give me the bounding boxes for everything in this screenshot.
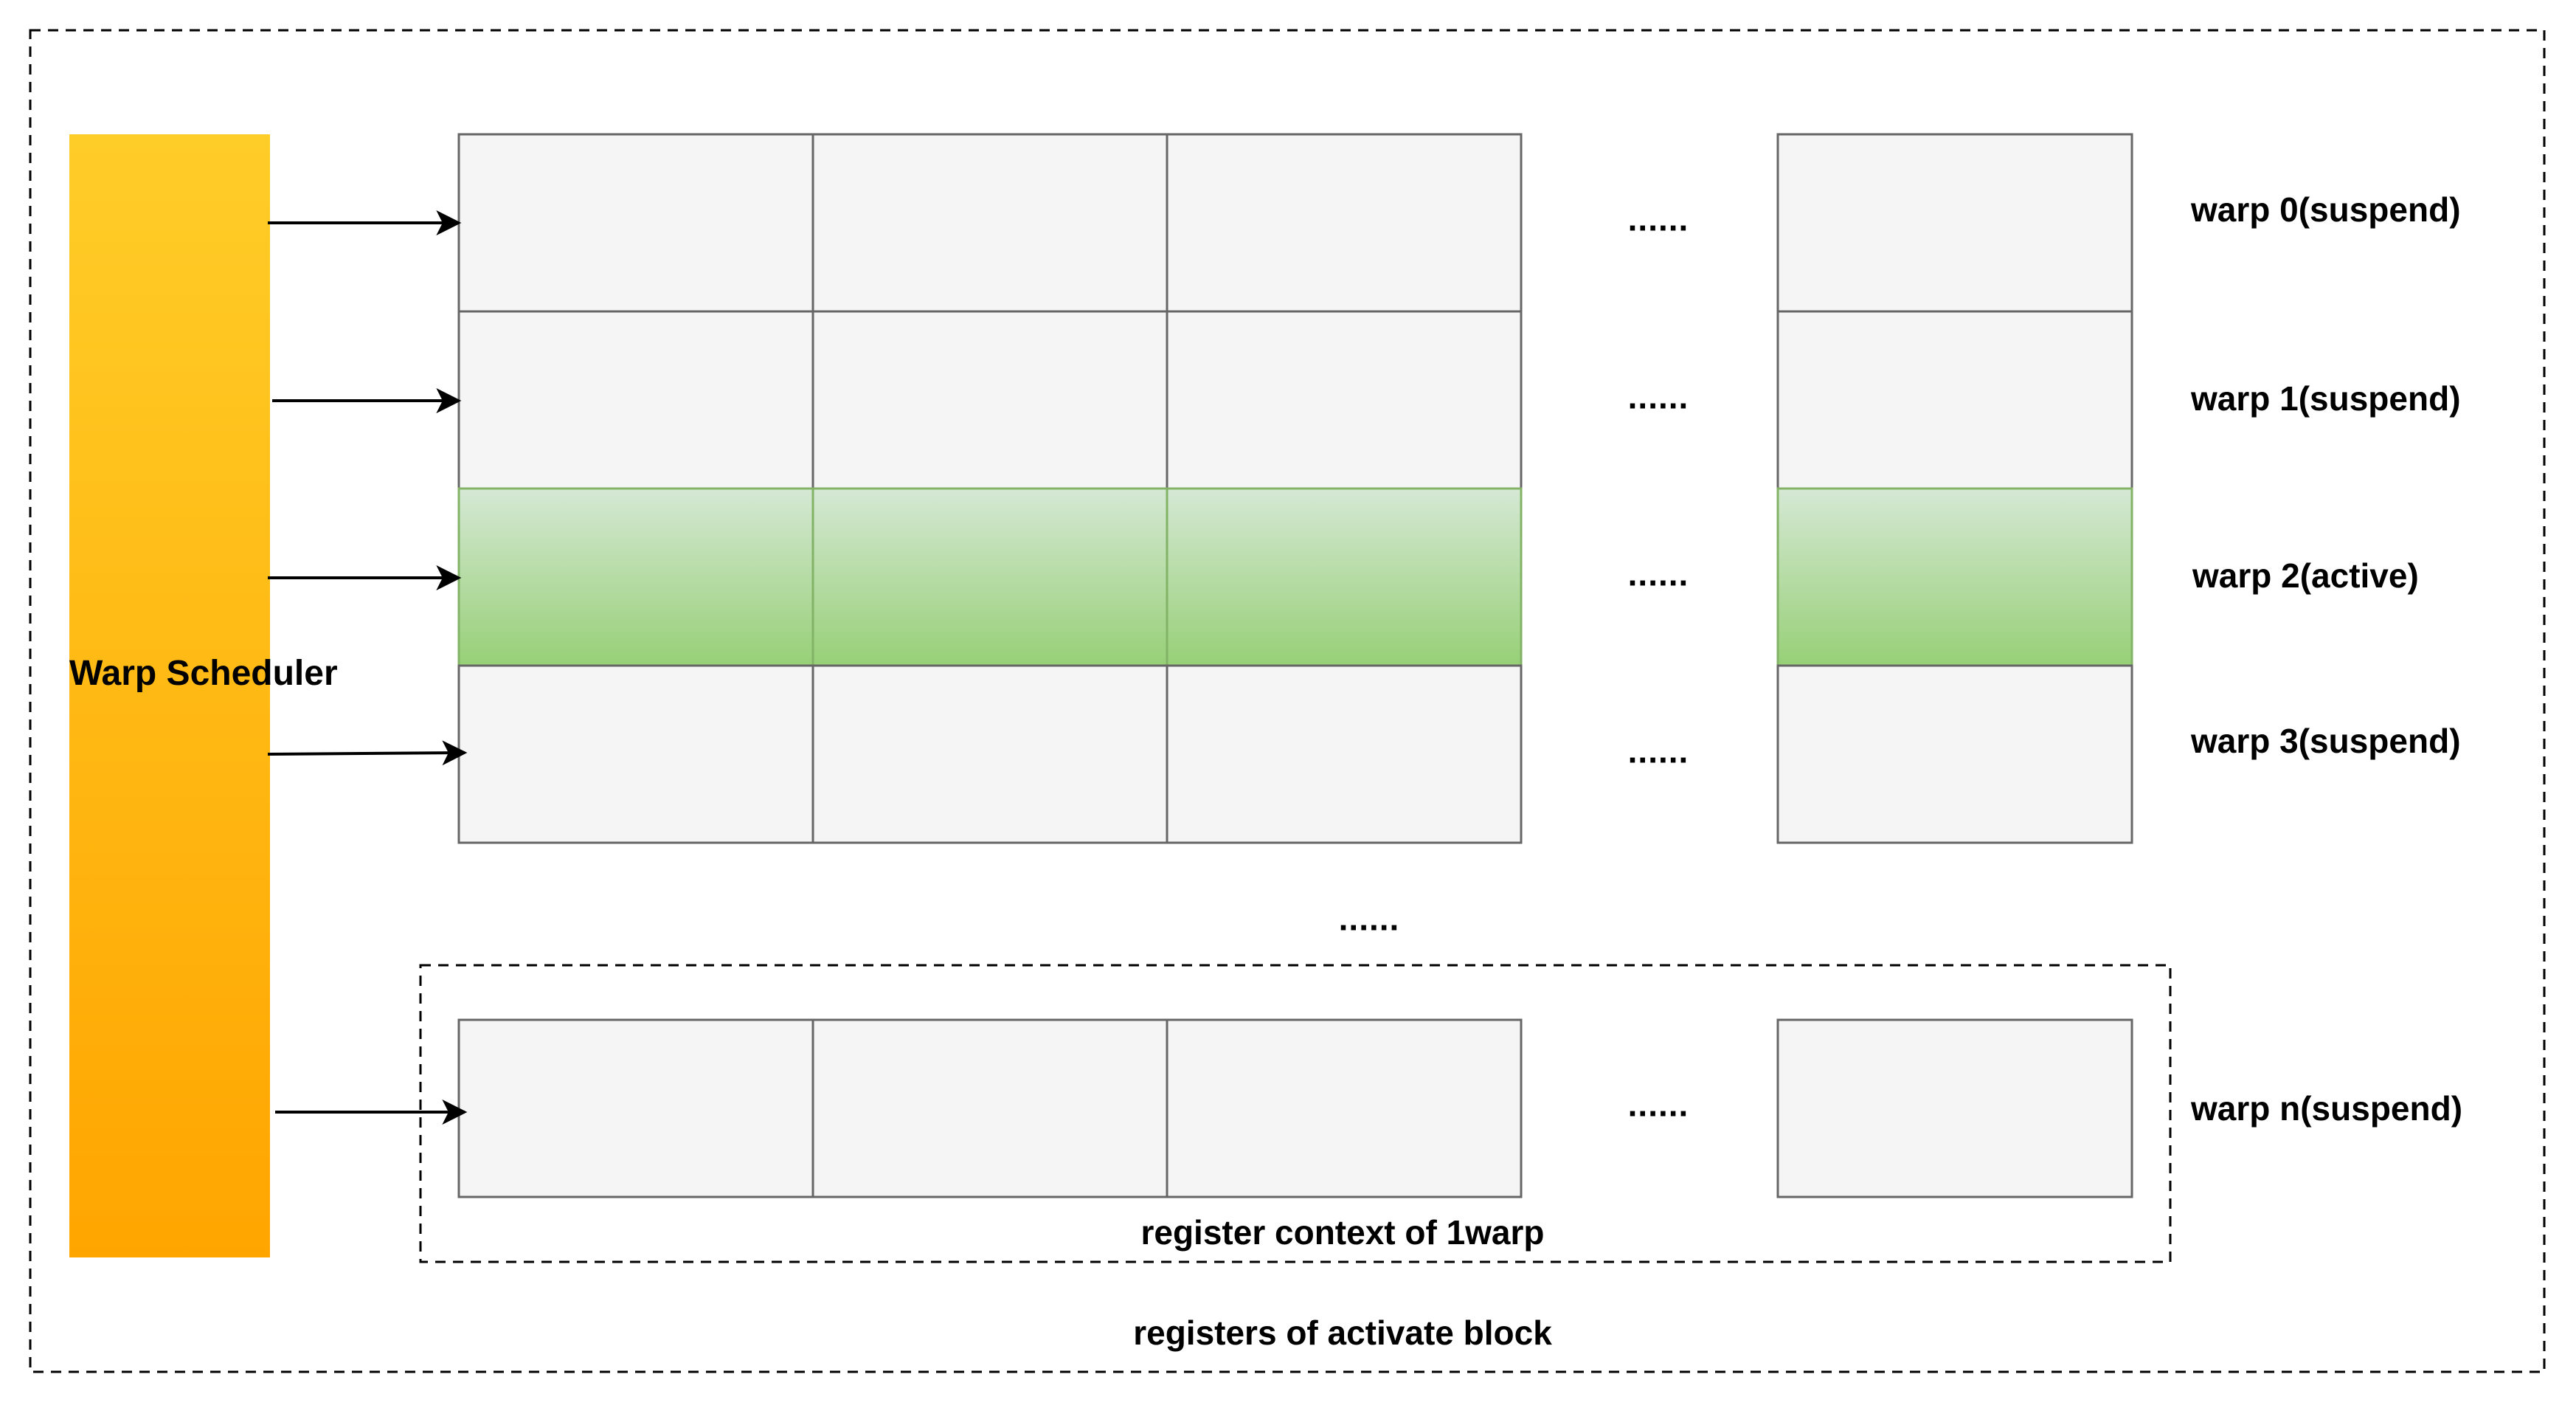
warp-0-register-row — [457, 133, 2133, 313]
warp-3-register-cell-last — [1776, 664, 2133, 844]
warp-n-register-cell — [457, 1018, 814, 1198]
warp-n-register-cell — [1166, 1018, 1523, 1198]
scheduler-label: Warp Scheduler — [69, 654, 338, 693]
warp-2-register-cell — [457, 487, 814, 667]
warp-3-register-cell — [457, 664, 814, 844]
warp-1-register-cell — [457, 310, 814, 490]
arrow-to-warp-3 — [267, 740, 468, 766]
outer-container-label: registers of activate block — [1133, 1314, 1552, 1352]
row-n-ellipsis: ...... — [1627, 1085, 1689, 1124]
warp-3-label: warp 3(suspend) — [2191, 722, 2461, 760]
warp-3-register-row — [457, 664, 2133, 844]
row-0-ellipsis: ...... — [1627, 199, 1689, 238]
register-context-label: register context of 1warp — [1140, 1213, 1545, 1252]
warp-3-register-cell — [1166, 664, 1523, 844]
warp-0-register-cell — [811, 133, 1168, 313]
outer-container-border — [29, 29, 2546, 1373]
scheduler-arrows — [267, 210, 468, 1125]
warp-scheduler-block — [69, 134, 270, 1257]
warp-n-register-row — [457, 1018, 2133, 1198]
warp-1-register-cell — [811, 310, 1168, 490]
row-3-ellipsis: ...... — [1627, 731, 1689, 770]
warp-2-label: warp 2(active) — [2192, 556, 2419, 595]
warp-3-register-cell — [811, 664, 1168, 844]
warp-1-register-cell — [1166, 310, 1523, 490]
warp-0-label: warp 0(suspend) — [2191, 190, 2461, 229]
register-rows — [457, 133, 2133, 1198]
between-rows-ellipsis: ...... — [1338, 899, 1400, 938]
register-context-border — [419, 964, 2172, 1263]
warp-1-register-row — [457, 310, 2133, 490]
warp-n-register-cell — [811, 1018, 1168, 1198]
row-1-ellipsis: ...... — [1627, 377, 1689, 416]
warp-1-register-cell-last — [1776, 310, 2133, 490]
warp-2-register-cell — [1166, 487, 1523, 667]
row-2-ellipsis: ...... — [1627, 554, 1689, 593]
warp-n-label: warp n(suspend) — [2191, 1089, 2463, 1128]
warp-2-register-cell-last — [1776, 487, 2133, 667]
warp-0-register-cell-last — [1776, 133, 2133, 313]
warp-n-register-cell-last — [1776, 1018, 2133, 1198]
warp-0-register-cell — [1166, 133, 1523, 313]
warp-1-label: warp 1(suspend) — [2191, 379, 2461, 418]
warp-2-register-cell — [811, 487, 1168, 667]
warp-2-register-row — [457, 487, 2133, 667]
warp-0-register-cell — [457, 133, 814, 313]
